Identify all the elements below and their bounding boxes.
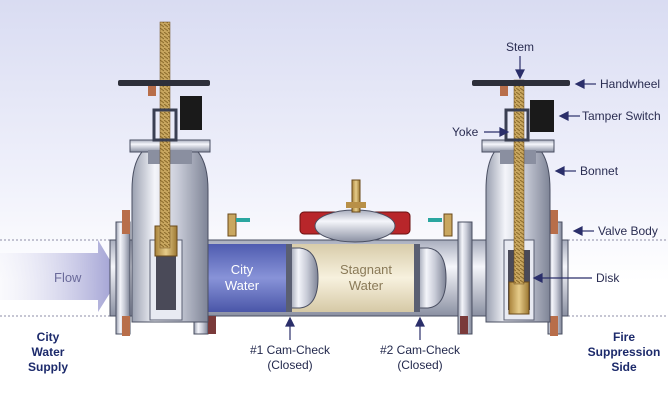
valve-body-label: Valve Body [598, 224, 658, 238]
stem-label: Stem [506, 40, 535, 54]
tamper-switch-label: Tamper Switch [582, 109, 661, 123]
handwheel-label: Handwheel [600, 77, 661, 91]
bonnet-label: Bonnet [580, 164, 619, 178]
check2-label: #2 Cam-Check (Closed) [379, 343, 461, 372]
right-disk [508, 281, 530, 315]
flow-label: Flow [54, 270, 82, 285]
check1-valve [289, 247, 319, 309]
flow-arrow [0, 240, 120, 312]
stagnant-water-label: Stagnant Water [339, 262, 393, 293]
city-water-label: City Water [224, 262, 260, 293]
city-water-region [196, 244, 290, 312]
city-water-supply-label: City Water Supply [27, 330, 68, 374]
disk-label: Disk [596, 271, 620, 285]
check1-label: #1 Cam-Check (Closed) [249, 343, 331, 372]
check2-valve [417, 247, 447, 309]
fire-suppression-side-label: Fire Suppression Side [587, 330, 661, 374]
yoke-label: Yoke [452, 125, 479, 139]
